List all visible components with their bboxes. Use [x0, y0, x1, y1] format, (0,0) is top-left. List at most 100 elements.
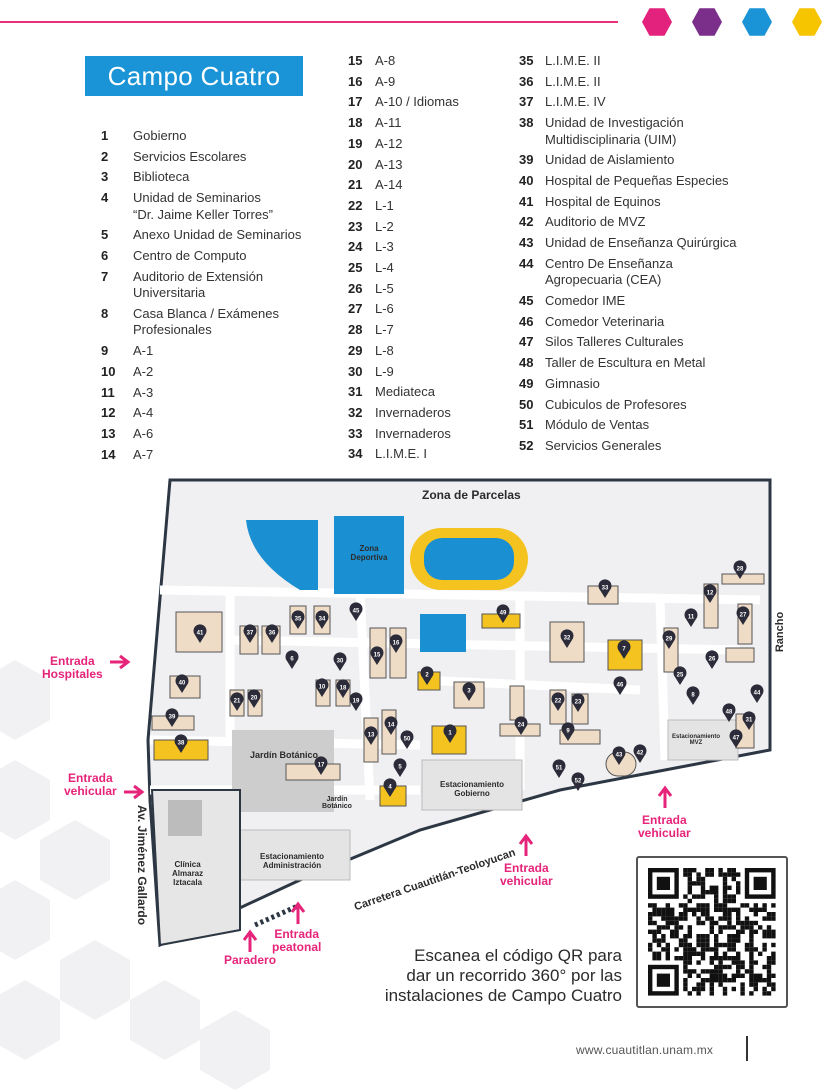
- footer-url[interactable]: www.cuautitlan.unam.mx: [576, 1043, 714, 1057]
- legend-name: A-11: [375, 115, 402, 131]
- legend-number: 48: [519, 355, 534, 371]
- soccer-field: [424, 538, 514, 580]
- legend-name: L-7: [375, 322, 394, 338]
- map-pin-1[interactable]: 1: [443, 724, 457, 743]
- map-pin-32[interactable]: 32: [560, 629, 574, 648]
- map-pin-icon: [349, 602, 363, 621]
- map-pin-51[interactable]: 51: [552, 759, 566, 778]
- map-pin-17[interactable]: 17: [314, 756, 328, 775]
- map-pin-34[interactable]: 34: [315, 610, 329, 629]
- map-pin-icon: [729, 729, 743, 748]
- map-pin-45[interactable]: 45: [349, 602, 363, 621]
- legend-number: 18: [348, 115, 363, 131]
- legend-name: L-2: [375, 218, 394, 234]
- map-pin-12[interactable]: 12: [703, 584, 717, 603]
- map-pin-number: 15: [374, 653, 381, 659]
- legend-number: 27: [348, 301, 363, 317]
- map-pin-43[interactable]: 43: [612, 746, 626, 765]
- map-pin-36[interactable]: 36: [265, 624, 279, 643]
- map-pin-9[interactable]: 9: [561, 722, 575, 741]
- map-pin-number: 42: [637, 751, 644, 757]
- legend-number: 31: [348, 384, 363, 400]
- map-pin-35[interactable]: 35: [291, 610, 305, 629]
- map-pin-19[interactable]: 19: [349, 692, 363, 711]
- map-pin-icon: [265, 624, 279, 643]
- map-pin-10[interactable]: 10: [315, 678, 329, 697]
- map-pin-16[interactable]: 16: [389, 634, 403, 653]
- map-pin-49[interactable]: 49: [496, 604, 510, 623]
- map-pin-number: 24: [518, 723, 525, 729]
- map-pin-number: 9: [566, 729, 570, 735]
- map-pin-33[interactable]: 33: [598, 579, 612, 598]
- map-pin-20[interactable]: 20: [247, 689, 261, 708]
- map-pin-41[interactable]: 41: [193, 624, 207, 643]
- map-pin-15[interactable]: 15: [370, 646, 384, 665]
- map-pin-icon: [230, 692, 244, 711]
- qr-code[interactable]: [636, 856, 788, 1008]
- map-pin-31[interactable]: 31: [742, 711, 756, 730]
- legend-number: 1: [101, 128, 109, 143]
- map-pin-icon: [571, 772, 585, 791]
- legend-number: 20: [348, 156, 363, 172]
- legend-name: Centro De Enseñanza Agropecuaria (CEA): [545, 255, 673, 288]
- map-pin-47[interactable]: 47: [729, 729, 743, 748]
- legend-name: Servicios Generales: [545, 437, 662, 453]
- legend-number: 43: [519, 235, 534, 251]
- map-pin-8[interactable]: 8: [686, 686, 700, 705]
- building-18: [509, 685, 525, 721]
- map-pin-42[interactable]: 42: [633, 744, 647, 763]
- map-pin-icon: [703, 584, 717, 603]
- map-pin-23[interactable]: 23: [571, 693, 585, 712]
- map-pin-22[interactable]: 22: [551, 692, 565, 711]
- map-pin-number: 37: [247, 631, 254, 637]
- map-pin-25[interactable]: 25: [673, 666, 687, 685]
- map-pin-52[interactable]: 52: [571, 772, 585, 791]
- map-pin-13[interactable]: 13: [364, 726, 378, 745]
- legend-name: A-8: [375, 53, 396, 68]
- legend-number: 41: [519, 193, 534, 209]
- map-pin-50[interactable]: 50: [400, 730, 414, 749]
- map-pin-icon: [443, 724, 457, 743]
- map-pin-number: 36: [269, 631, 276, 637]
- map-pin-11[interactable]: 11: [684, 608, 698, 627]
- map-pin-28[interactable]: 28: [733, 560, 747, 579]
- map-pin-number: 6: [290, 657, 294, 663]
- legend-name: L-1: [375, 197, 394, 213]
- legend-name: Hospital de Equinos: [545, 193, 661, 209]
- map-pin-5[interactable]: 5: [393, 758, 407, 777]
- map-pin-number: 35: [295, 617, 302, 623]
- map-pin-icon: [552, 759, 566, 778]
- legend-number: 24: [348, 239, 363, 255]
- legend-name: Unidad de Seminarios “Dr. Jaime Keller T…: [133, 190, 273, 222]
- map-pin-icon: [243, 624, 257, 643]
- map-pin-number: 26: [709, 657, 716, 663]
- map-pin-6[interactable]: 6: [285, 650, 299, 669]
- map-pin-30[interactable]: 30: [333, 652, 347, 671]
- map-pin-26[interactable]: 26: [705, 650, 719, 669]
- map-pin-39[interactable]: 39: [165, 708, 179, 727]
- legend-name: L.I.M.E. II: [545, 53, 601, 68]
- map-pin-24[interactable]: 24: [514, 716, 528, 735]
- map-pin-number: 39: [169, 715, 176, 721]
- map-pin-46[interactable]: 46: [613, 676, 627, 695]
- map-pin-4[interactable]: 4: [383, 778, 397, 797]
- map-pin-27[interactable]: 27: [736, 606, 750, 625]
- map-pin-29[interactable]: 29: [662, 630, 676, 649]
- map-pin-number: 47: [733, 736, 740, 742]
- map-pin-21[interactable]: 21: [230, 692, 244, 711]
- map-pin-7[interactable]: 7: [617, 640, 631, 659]
- map-pin-44[interactable]: 44: [750, 684, 764, 703]
- map-pin-number: 38: [178, 741, 185, 747]
- map-pin-48[interactable]: 48: [722, 703, 736, 722]
- map-pin-number: 19: [353, 699, 360, 705]
- map-pin-38[interactable]: 38: [174, 734, 188, 753]
- map-pin-3[interactable]: 3: [462, 682, 476, 701]
- map-pin-14[interactable]: 14: [384, 716, 398, 735]
- map-pin-40[interactable]: 40: [175, 674, 189, 693]
- legend-number: 22: [348, 197, 363, 213]
- map-pin-2[interactable]: 2: [420, 666, 434, 685]
- map-pin-18[interactable]: 18: [336, 679, 350, 698]
- map-pin-number: 32: [564, 636, 571, 642]
- map-pin-37[interactable]: 37: [243, 624, 257, 643]
- map-pin-number: 8: [691, 693, 695, 699]
